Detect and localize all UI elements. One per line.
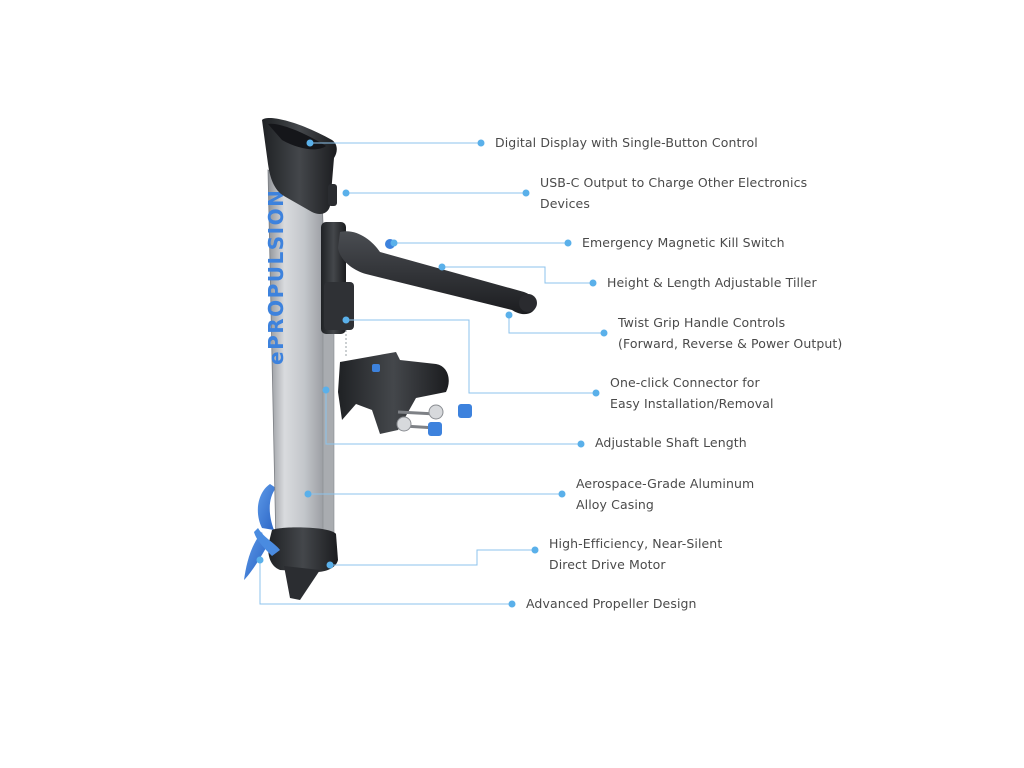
motor-illustration: ePROPULSION	[244, 118, 537, 600]
propeller-blade-rear	[257, 484, 276, 530]
anchor-dot	[306, 139, 314, 147]
callout-line: Emergency Magnetic Kill Switch	[582, 235, 785, 250]
callout-line: One-click Connector for	[610, 375, 760, 390]
leader-line	[508, 315, 604, 334]
usb-c-port	[328, 184, 337, 206]
callout-line: (Forward, Reverse & Power Output)	[618, 335, 843, 351]
callout-digital-display: Digital Display with Single-Button Contr…	[495, 133, 758, 154]
tiller-grip-end	[519, 294, 537, 312]
leader-line	[346, 319, 596, 394]
inner-shaft	[322, 329, 335, 541]
label-dot	[592, 389, 600, 397]
callout-propeller-design: Advanced Propeller Design	[526, 594, 697, 615]
leader-line	[325, 390, 581, 445]
leader-line	[259, 560, 512, 605]
propeller-blade-side	[254, 528, 280, 556]
label-dot	[477, 139, 485, 147]
callout-line: Height & Length Adjustable Tiller	[607, 275, 817, 290]
callout-dots	[256, 139, 608, 608]
anchor-dot	[390, 239, 398, 247]
callout-line: Twist Grip Handle Controls	[618, 315, 786, 330]
callout-adjustable-tiller: Height & Length Adjustable Tiller	[607, 273, 817, 294]
callout-direct-drive-motor: High-Efficiency, Near-Silent Direct Driv…	[549, 534, 722, 575]
anchor-dot	[505, 311, 513, 319]
callout-line: Adjustable Shaft Length	[595, 435, 747, 450]
callout-kill-switch: Emergency Magnetic Kill Switch	[582, 233, 785, 254]
callout-aluminum-casing: Aerospace-Grade Aluminum Alloy Casing	[576, 474, 754, 515]
bracket-plate	[324, 282, 354, 330]
callout-line: Alloy Casing	[576, 496, 654, 512]
callout-line: Devices	[540, 195, 590, 211]
callout-line: Easy Installation/Removal	[610, 395, 774, 411]
anchor-dot	[438, 263, 446, 271]
mounting-clamp	[338, 352, 472, 436]
label-dot	[522, 189, 530, 197]
anchor-dot	[322, 386, 330, 394]
tiller-arm	[338, 231, 537, 315]
label-dot	[531, 546, 539, 554]
callout-twist-grip: Twist Grip Handle Controls (Forward, Rev…	[618, 313, 842, 354]
callout-line: Direct Drive Motor	[549, 556, 666, 572]
callout-line: Advanced Propeller Design	[526, 596, 697, 611]
callout-shaft-length: Adjustable Shaft Length	[595, 433, 747, 454]
label-dot	[600, 329, 608, 337]
label-dot	[564, 239, 572, 247]
label-dot	[508, 600, 516, 608]
propeller-blade-front	[244, 532, 266, 580]
label-dot	[589, 279, 597, 287]
anchor-dot	[256, 556, 264, 564]
leader-line	[442, 266, 593, 284]
anchor-dot	[326, 561, 334, 569]
callout-line: Aerospace-Grade Aluminum	[576, 476, 755, 491]
callout-line: High-Efficiency, Near-Silent	[549, 536, 723, 551]
anchor-dot	[342, 189, 350, 197]
skeg	[284, 566, 320, 600]
anchor-dot	[304, 490, 312, 498]
callout-line: Digital Display with Single-Button Contr…	[495, 135, 758, 150]
label-dot	[577, 440, 585, 448]
leader-lines	[259, 142, 604, 605]
callout-usb-c-output: USB-C Output to Charge Other Electronics…	[540, 173, 807, 214]
label-dot	[558, 490, 566, 498]
anchor-dot	[342, 316, 350, 324]
leader-line	[330, 549, 535, 566]
motor-housing	[268, 527, 338, 572]
callout-one-click-connector: One-click Connector for Easy Installatio…	[610, 373, 774, 414]
brand-logo: ePROPULSION	[264, 189, 288, 365]
callout-line: USB-C Output to Charge Other Electronics	[540, 175, 808, 190]
